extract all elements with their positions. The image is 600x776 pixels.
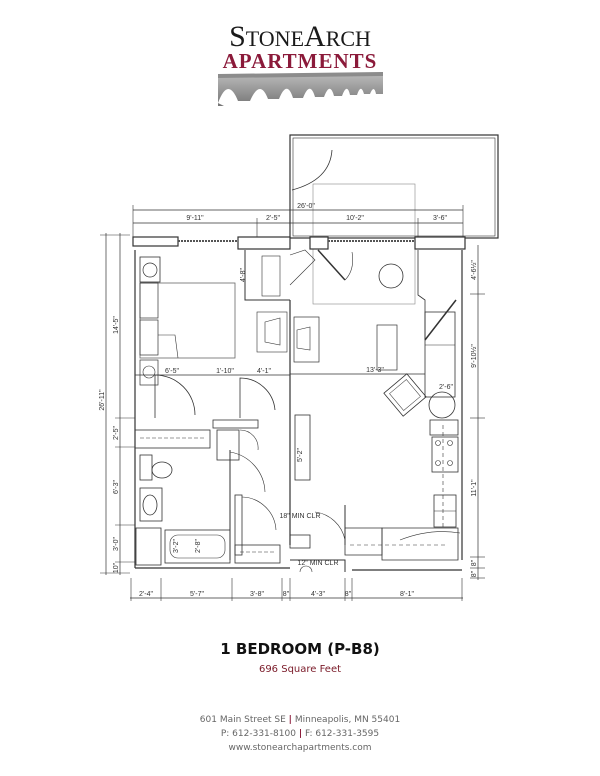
dim-hall-width: 1'-10" (216, 368, 234, 375)
brand-logo: STONEARCH APARTMENTS (0, 0, 600, 110)
toilet (151, 461, 173, 479)
dim-right-4: 8" (471, 559, 478, 566)
side-table (378, 263, 404, 289)
dim-bottom-3: 3'-8" (250, 591, 264, 598)
dim-living-width: 13'-3" (366, 367, 384, 374)
separator: | (298, 729, 303, 739)
dim-left-5: 10" (113, 562, 120, 573)
phone-fax-line: P: 612-331-8100 | F: 612-331-3595 (0, 729, 600, 739)
logo-wordmark-stonearch: STONEARCH (0, 22, 600, 54)
floor-plan-drawing: 26'-0" 9'-11" 2'-5" 10'-2" 3'-6" 26'-11"… (99, 134, 499, 601)
dim-left-3: 6'-3" (113, 480, 120, 494)
lavatory (142, 494, 158, 516)
dim-bedroom-width: 6'-5" (165, 368, 179, 375)
dim-top-1: 9'-11" (186, 215, 204, 222)
city-state-zip: Minneapolis, MN 55401 (294, 715, 401, 725)
dim-bottom-1: 2'-4" (139, 591, 153, 598)
dim-bottom-7: 8'-1" (400, 591, 414, 598)
phone-number: P: 612-331-8100 (220, 729, 296, 739)
logo-letter: A (304, 20, 326, 53)
separator: | (288, 715, 292, 725)
dim-left-2: 2'-5" (113, 426, 120, 440)
label-clearance-18: 18" MIN CLR (280, 513, 321, 520)
dim-bottom-2: 5'-7" (190, 591, 204, 598)
logo-letter: S (229, 20, 246, 53)
dim-overall-width: 26'-0" (297, 203, 315, 210)
coffee-table (376, 324, 398, 371)
dim-tub-2: 2'-8" (195, 539, 202, 553)
dim-overall-depth: 26'-11" (99, 389, 106, 411)
dim-right-3: 11'-1" (471, 479, 478, 497)
dim-top-2: 2'-5" (266, 215, 280, 222)
dim-top-3: 10'-2" (346, 215, 364, 222)
unit-title: 1 BEDROOM (P-B8) (220, 640, 380, 658)
dim-tub-1: 3'-2" (173, 539, 180, 553)
dim-left-1: 14'-5" (113, 316, 120, 334)
balcony-outline (289, 134, 499, 239)
dim-bottom-5: 4'-3" (311, 591, 325, 598)
street-address: 601 Main Street SE (199, 715, 286, 725)
dim-chair: 2'-6" (439, 384, 453, 391)
dim-top-4: 3'-6" (433, 215, 447, 222)
armchair (383, 373, 427, 417)
address-line: 601 Main Street SE | Minneapolis, MN 554… (0, 715, 600, 725)
dim-closet-depth: 4'-8" (240, 268, 247, 282)
dim-left-4: 3'-0" (113, 537, 120, 551)
dim-right-5: 8" (471, 570, 478, 577)
logo-wordmark-apartments: APARTMENTS (222, 49, 378, 73)
fax-number: F: 612-331-3595 (304, 729, 380, 739)
dim-right-1: 4'-6½" (470, 260, 478, 280)
bed (139, 282, 236, 359)
dim-closet-width: 4'-1" (257, 368, 271, 375)
logo-letters: RCH (325, 26, 371, 51)
dim-bottom-4: 8" (283, 591, 290, 598)
logo-letters: TONE (245, 26, 305, 51)
label-clearance-12: 12" MIN CLR (298, 560, 339, 567)
stone-arch-bridge-icon (218, 72, 383, 106)
sofa (424, 311, 456, 398)
dim-bottom-6: 8" (345, 591, 352, 598)
dim-hall-length: 5'-2" (297, 448, 304, 462)
website-link[interactable]: www.stonearchapartments.com (228, 743, 372, 753)
unit-square-footage: 696 Square Feet (258, 664, 342, 675)
dim-right-2: 9'-10½" (470, 344, 478, 368)
